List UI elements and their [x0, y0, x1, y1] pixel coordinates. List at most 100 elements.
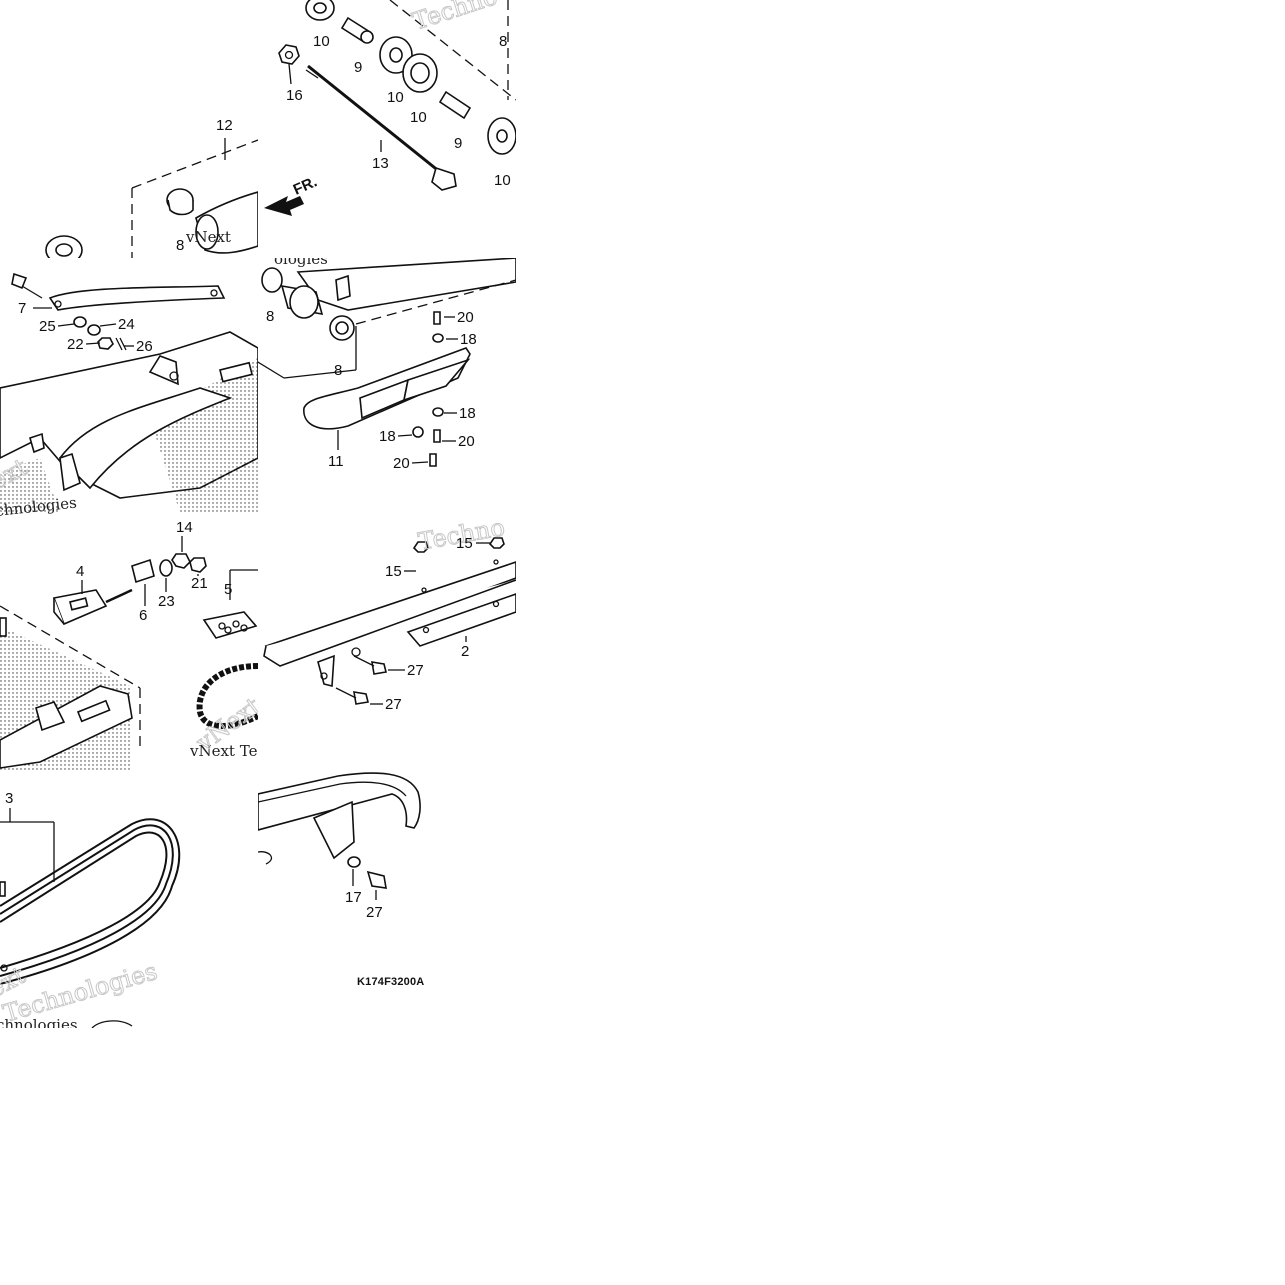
bolt-27-c	[366, 870, 387, 889]
bushings-8-pair	[261, 267, 355, 341]
callout-9-b: 9	[454, 135, 462, 152]
callout-11: 11	[328, 453, 344, 470]
tile-pivot-bolt: FR. Techno 19 10 9 8 16 10 10 9 13 10	[258, 0, 516, 258]
callout-27-a: 27	[407, 662, 424, 679]
callout-10-d: 10	[494, 172, 511, 189]
washer-25	[73, 316, 87, 328]
collar-18-c	[412, 426, 424, 438]
chain-adjuster-4	[52, 588, 133, 626]
watermark-techno: Techno	[409, 0, 501, 36]
callout-6: 6	[139, 607, 147, 624]
nut-15-a	[412, 541, 429, 553]
callout-27-c: 27	[366, 904, 383, 921]
callout-22: 22	[67, 336, 84, 353]
watermark-chnologies-mid: chnologies	[0, 494, 78, 516]
swingarm-upper-edge	[296, 258, 516, 311]
washer-17	[347, 856, 361, 868]
bolt-20-c	[429, 453, 437, 467]
callout-5: 5	[224, 581, 232, 598]
drive-chain	[196, 663, 258, 730]
callout-10-b: 10	[387, 89, 404, 106]
collar-18-a	[432, 333, 444, 343]
nut-14	[171, 553, 191, 569]
tile-chain-case-rear: 17 27	[258, 772, 516, 1028]
chain-case-bracket	[312, 800, 355, 860]
watermark-chnologies-low: chnologies	[0, 1016, 78, 1028]
callout-8-b: 8	[176, 237, 184, 254]
callout-25: 25	[39, 318, 56, 335]
washer-24	[87, 324, 101, 336]
callout-8-a: 8	[499, 33, 507, 50]
callout-18-a: 18	[460, 331, 477, 348]
tile-chain-slider: ologies 8 8 20 18 18 20 18 11 20	[258, 258, 516, 516]
swingarm-rear-end	[0, 685, 133, 769]
collar-9-upper	[340, 16, 374, 44]
callout-27-b: 27	[385, 696, 402, 713]
front-direction-arrow: FR.	[264, 173, 320, 216]
bearing-10-top	[305, 0, 335, 21]
cotter-pin-26	[115, 337, 127, 351]
callout-16: 16	[286, 87, 303, 104]
nut-22	[97, 337, 114, 350]
tile-drive-chain: ext Technologies chnologies 3	[0, 772, 258, 1028]
master-link-5	[202, 611, 258, 639]
bolt-19	[11, 272, 28, 290]
callout-26: 26	[136, 338, 153, 355]
callout-24: 24	[118, 316, 135, 333]
tile-chain-case: Techno 15 15 27 2 27	[258, 516, 516, 772]
swingarm-body	[0, 331, 258, 513]
chain-edge	[0, 881, 6, 897]
callout-18-b: 18	[459, 405, 476, 422]
callout-21: 21	[191, 575, 208, 592]
bushing-8	[166, 188, 194, 216]
chain-case-2	[263, 561, 516, 667]
nut-15-b	[488, 537, 505, 549]
callout-10-c: 10	[410, 109, 427, 126]
tile-swingarm: ext chnologies 7 25 24 22 26	[0, 258, 258, 516]
pivot-bolt-13	[305, 64, 457, 191]
callout-15-a: 15	[456, 535, 473, 552]
callout-17: 17	[345, 889, 362, 906]
chain-case-rear	[258, 772, 421, 831]
callout-4: 4	[76, 563, 84, 580]
callout-12: 12	[216, 117, 233, 134]
watermark-vnext-te: vNext Te	[189, 742, 258, 760]
collar-9-lower	[438, 90, 472, 120]
nut-16	[278, 44, 300, 65]
callout-8-c: 8	[266, 308, 274, 325]
callout-13: 13	[372, 155, 389, 172]
collar-18-b	[432, 407, 444, 417]
tile-chain-adjuster: vNext Te vNext 14 4 23 21 6 5	[0, 516, 258, 772]
callout-23: 23	[158, 593, 175, 610]
callout-15-b: 15	[385, 563, 402, 580]
callout-20-b: 20	[458, 433, 475, 450]
callout-18-c: 18	[379, 428, 396, 445]
callout-14: 14	[176, 519, 193, 536]
plate-6	[131, 558, 155, 584]
bolt-27-a	[371, 661, 387, 675]
callout-7: 7	[18, 300, 26, 317]
watermark-ologies-mid: ologies	[274, 258, 328, 268]
drive-chain-3	[0, 818, 181, 985]
nut-21	[189, 557, 207, 573]
diagram-code: K174F3200A	[357, 976, 425, 988]
torque-link-7	[48, 285, 226, 311]
bracket	[317, 654, 335, 688]
callout-20-c: 20	[393, 455, 410, 472]
callout-10-a: 10	[313, 33, 330, 50]
adjuster-edge	[0, 617, 7, 637]
callout-20-a: 20	[457, 309, 474, 326]
bolt-27-b	[353, 691, 369, 705]
callout-3: 3	[5, 790, 13, 807]
bolt-20-a	[433, 311, 441, 325]
chain-slider-11	[303, 347, 471, 430]
watermark-vnext-top: vNext	[185, 228, 231, 246]
bolt-20-b	[433, 429, 441, 443]
washer-23	[159, 559, 173, 577]
tile-bushings: vNext 12 8	[0, 0, 258, 258]
callout-8-d: 8	[334, 362, 342, 379]
callout-2: 2	[461, 643, 469, 660]
front-label: FR.	[291, 173, 320, 198]
callout-9-a: 9	[354, 59, 362, 76]
